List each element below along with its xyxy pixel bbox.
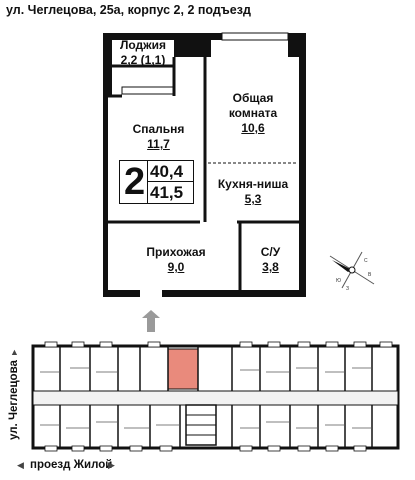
address-title: ул. Чеглецова, 25а, корпус 2, 2 подъезд (6, 3, 251, 17)
street-label-horizontal: проезд Жилой (30, 459, 113, 471)
compass-icon: С Ю В З (329, 251, 375, 292)
svg-text:З: З (346, 286, 349, 292)
total-area-value: 41,5 (150, 183, 184, 202)
highlighted-apartment (167, 348, 199, 390)
left-arrow-icon: ◀ (17, 460, 24, 470)
apartment-walls (103, 33, 306, 297)
area-summary-badge: 2 40,4 41,5 (119, 160, 194, 204)
hall-label: Прихожая 9,0 (146, 245, 206, 274)
interior-walls (108, 57, 299, 292)
building-plan (31, 341, 400, 452)
bedroom-label: Спальня 11,7 (132, 122, 185, 151)
bathroom-label: С/У 3,8 (260, 245, 281, 274)
street-label-vertical: ул. Чеглецова (8, 360, 20, 440)
svg-text:В: В (368, 272, 372, 278)
living-room-label: Общая комната 10,6 (228, 91, 278, 135)
living-area-value: 40,4 (150, 162, 184, 181)
rooms-count: 2 (124, 161, 146, 203)
svg-text:Ю: Ю (336, 278, 341, 284)
kitchen-label: Кухня-ниша 5,3 (217, 177, 289, 206)
up-arrow-icon: ▲ (10, 347, 19, 357)
badge-hline (147, 181, 193, 182)
loggia-label: Лоджия 2,2 (1,1) (119, 38, 167, 67)
badge-divider (147, 161, 148, 203)
entrance-arrow-icon (142, 310, 160, 332)
svg-text:С: С (364, 258, 368, 264)
right-arrow-icon: ▶ (108, 460, 115, 470)
